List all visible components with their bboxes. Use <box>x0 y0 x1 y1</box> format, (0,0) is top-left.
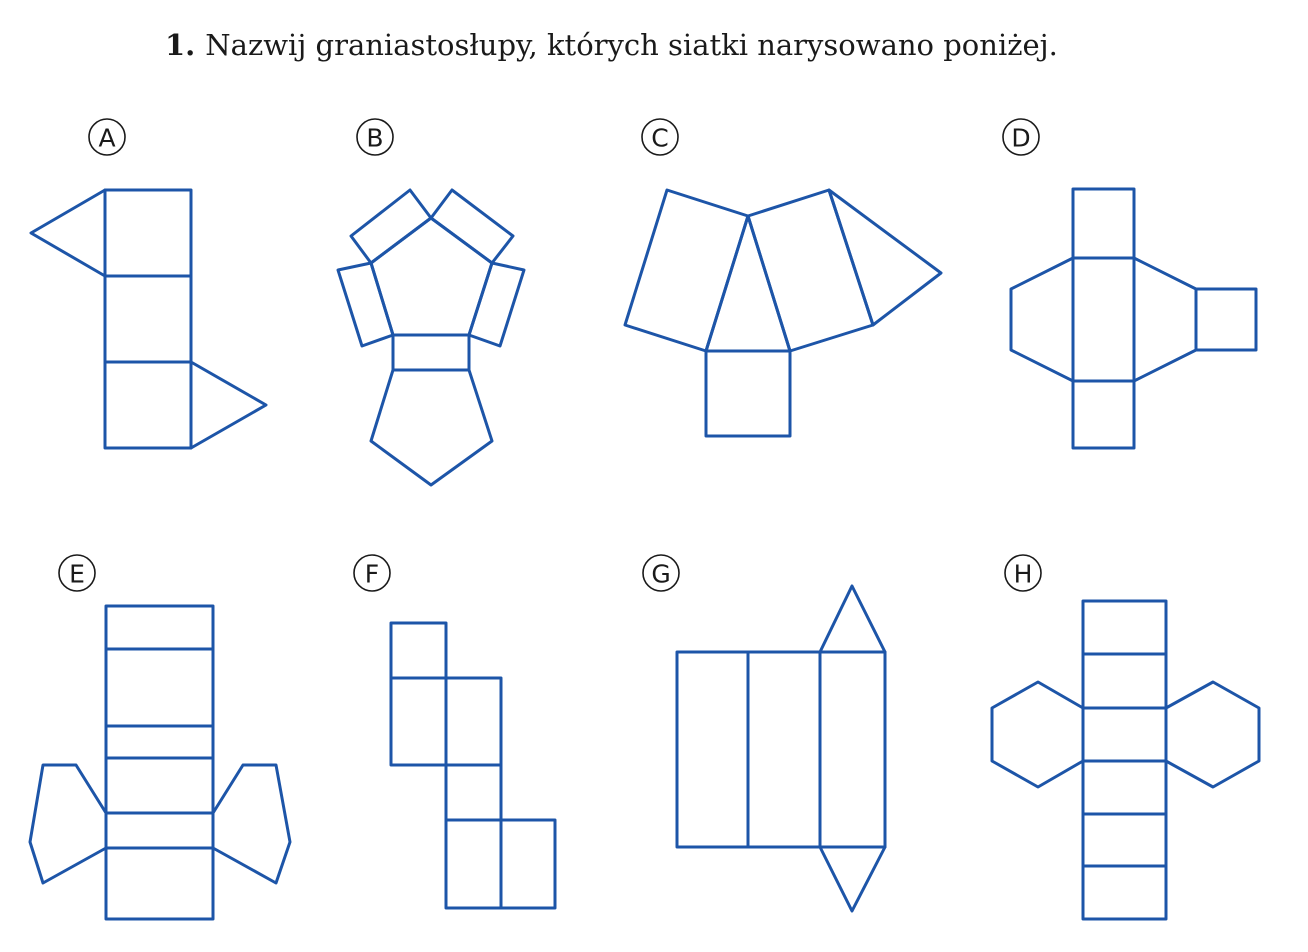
label-badge-d: D <box>1002 118 1040 156</box>
net-f: F <box>353 554 557 910</box>
exercise-instruction: Nazwij graniastosłupy, których siatki na… <box>205 28 1058 62</box>
label-g: G <box>651 560 670 589</box>
label-b: B <box>366 124 383 153</box>
label-badge-b: B <box>356 118 394 156</box>
net-e: E <box>28 554 292 921</box>
net-c: C <box>623 118 943 438</box>
label-d: D <box>1011 124 1030 153</box>
label-badge-g: G <box>642 554 680 592</box>
label-a: A <box>98 124 115 153</box>
net-a-shape <box>29 188 268 450</box>
net-h: H <box>990 554 1261 921</box>
label-f: F <box>365 560 379 589</box>
net-a: A <box>29 118 268 450</box>
net-e-shape <box>28 604 292 921</box>
label-badge-e: E <box>58 554 96 592</box>
label-badge-h: H <box>1004 554 1042 592</box>
label-badge-a: A <box>88 118 126 156</box>
net-g: G <box>642 554 887 913</box>
label-e: E <box>69 560 85 589</box>
exercise-number: 1. <box>165 28 196 62</box>
net-h-shape <box>990 599 1261 921</box>
net-b-shape <box>336 188 526 487</box>
net-b: B <box>336 118 526 487</box>
label-h: H <box>1014 560 1033 589</box>
net-c-shape <box>623 188 943 438</box>
net-d: D <box>1002 118 1258 450</box>
exercise-heading: 1. Nazwij graniastosłupy, których siatki … <box>165 28 1058 62</box>
label-badge-c: C <box>641 118 679 156</box>
net-d-shape <box>1009 187 1258 450</box>
label-badge-f: F <box>353 554 391 592</box>
net-g-shape <box>675 584 887 913</box>
label-c: C <box>651 124 668 153</box>
net-f-shape <box>389 621 557 910</box>
